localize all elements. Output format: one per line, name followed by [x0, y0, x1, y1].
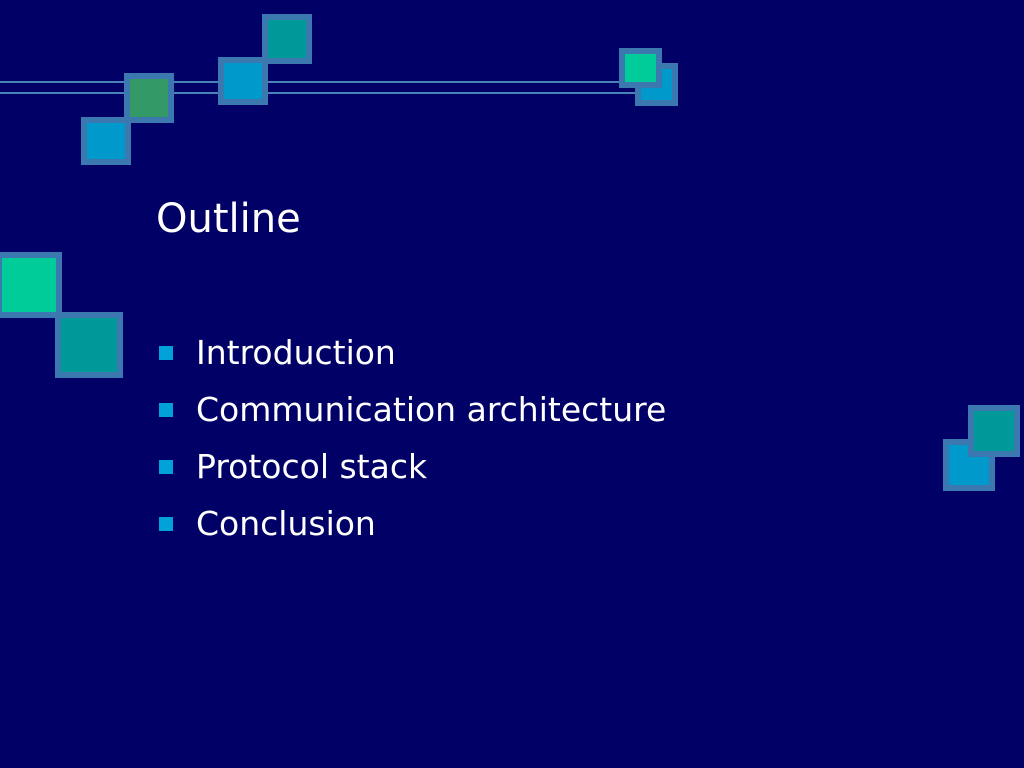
list-item: Protocol stack	[156, 438, 666, 495]
list-item: Conclusion	[156, 495, 666, 552]
square-decoration-icon	[968, 405, 1020, 457]
square-decoration-icon	[262, 14, 312, 64]
square-decoration-icon	[218, 57, 268, 105]
list-item-label: Protocol stack	[196, 447, 428, 486]
list-item: Communication architecture	[156, 381, 666, 438]
list-item: Introduction	[156, 324, 666, 381]
bullet-list: Introduction Communication architecture …	[156, 324, 666, 552]
square-decoration-icon	[0, 252, 62, 318]
decorative-line-top	[0, 81, 640, 83]
list-item-label: Conclusion	[196, 504, 376, 543]
slide-title: Outline	[156, 196, 301, 242]
square-bullet-icon	[159, 345, 173, 360]
square-decoration-icon	[81, 117, 131, 165]
square-decoration-icon	[619, 48, 662, 88]
list-item-label: Introduction	[196, 333, 396, 372]
square-decoration-icon	[55, 312, 123, 378]
square-bullet-icon	[159, 459, 173, 474]
square-bullet-icon	[159, 402, 173, 417]
square-decoration-icon	[124, 73, 174, 123]
square-bullet-icon	[159, 516, 173, 531]
list-item-label: Communication architecture	[196, 390, 667, 429]
decorative-line-bottom	[0, 92, 640, 94]
